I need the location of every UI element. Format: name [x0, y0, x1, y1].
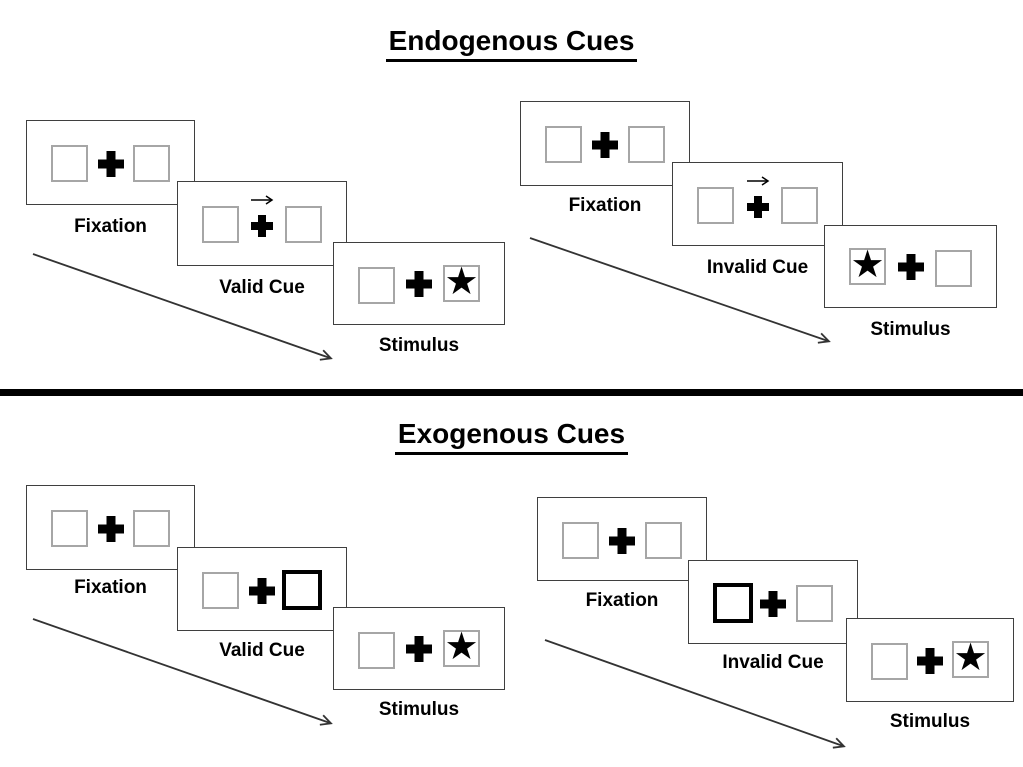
- left-placeholder-box: [697, 187, 734, 224]
- endo-valid-cue-panel: [177, 181, 347, 266]
- panel-label-stimulus: Stimulus: [378, 335, 460, 356]
- panel-label-fixation: Fixation: [74, 216, 147, 237]
- panel-label-fixation: Fixation: [585, 590, 659, 611]
- left-placeholder-box: [51, 510, 88, 547]
- right-placeholder-box: [133, 510, 170, 547]
- fixation-cross-icon: [609, 528, 635, 554]
- left-placeholder-box: [358, 267, 395, 304]
- timeline-arrow-endogenous-invalid: [529, 237, 828, 341]
- panel-label-stimulus: Stimulus: [378, 699, 460, 720]
- fixation-cross-icon: [747, 196, 769, 218]
- left-target-box: ★: [849, 243, 886, 286]
- endo-invalid-stimulus-panel: ★: [824, 225, 997, 308]
- endo-invalid-cue-panel: [672, 162, 843, 246]
- star-icon: ★: [444, 260, 479, 303]
- right-target-box: ★: [952, 636, 989, 679]
- fixation-cross-icon: [592, 132, 618, 158]
- right-placeholder-box: [935, 250, 972, 287]
- panel-label-stimulus: Stimulus: [870, 319, 951, 340]
- left-placeholder-box: [562, 522, 599, 559]
- right-target-box: ★: [443, 625, 480, 668]
- left-placeholder-box: [358, 632, 395, 669]
- left-highlight-cue-box: [713, 583, 753, 623]
- left-placeholder-box: [202, 572, 239, 609]
- left-placeholder-box: [545, 126, 582, 163]
- endo-valid-fixation-panel: [26, 120, 195, 205]
- panel-label-cue: Invalid Cue: [706, 257, 809, 278]
- right-highlight-cue-box: [282, 570, 322, 610]
- timeline-arrow-endogenous-valid: [32, 253, 330, 358]
- section-title-endogenous: Endogenous Cues: [0, 25, 1023, 62]
- panel-label-cue: Valid Cue: [219, 277, 305, 298]
- right-arrow-icon: [251, 195, 274, 205]
- panel-label-cue: Invalid Cue: [722, 652, 824, 673]
- exo-valid-fixation-panel: [26, 485, 195, 570]
- fixation-cross-icon: [760, 591, 786, 617]
- right-placeholder-box: [645, 522, 682, 559]
- star-icon: ★: [850, 243, 885, 286]
- star-icon: ★: [953, 636, 988, 679]
- fixation-cross-icon: [98, 516, 124, 542]
- fixation-cross-icon: [898, 254, 924, 280]
- fixation-cross-icon: [917, 648, 943, 674]
- right-target-box: ★: [443, 260, 480, 303]
- exo-valid-cue-panel: [177, 547, 347, 631]
- left-placeholder-box: [51, 145, 88, 182]
- timeline-arrow-exogenous-valid: [32, 618, 330, 723]
- left-placeholder-box: [871, 643, 908, 680]
- endo-invalid-fixation-panel: [520, 101, 690, 186]
- right-placeholder-box: [796, 585, 833, 622]
- exo-invalid-stimulus-panel: ★: [846, 618, 1014, 702]
- right-placeholder-box: [781, 187, 818, 224]
- fixation-cross-icon: [406, 271, 432, 297]
- fixation-cross-icon: [98, 151, 124, 177]
- fixation-cross-icon: [249, 578, 275, 604]
- panel-label-fixation: Fixation: [568, 195, 642, 216]
- endo-valid-stimulus-panel: ★: [333, 242, 505, 325]
- exo-invalid-cue-panel: [688, 560, 858, 644]
- right-arrow-icon: [746, 176, 769, 186]
- section-divider: [0, 389, 1023, 396]
- right-placeholder-box: [285, 206, 322, 243]
- exo-valid-stimulus-panel: ★: [333, 607, 505, 690]
- left-placeholder-box: [202, 206, 239, 243]
- panel-label-fixation: Fixation: [74, 577, 147, 598]
- right-placeholder-box: [628, 126, 665, 163]
- panel-label-stimulus: Stimulus: [889, 711, 971, 732]
- panel-label-cue: Valid Cue: [219, 640, 305, 661]
- right-placeholder-box: [133, 145, 170, 182]
- star-icon: ★: [444, 625, 479, 668]
- exo-invalid-fixation-panel: [537, 497, 707, 581]
- fixation-cross-icon: [406, 636, 432, 662]
- fixation-cross-icon: [251, 215, 273, 237]
- section-title-exogenous: Exogenous Cues: [0, 418, 1023, 455]
